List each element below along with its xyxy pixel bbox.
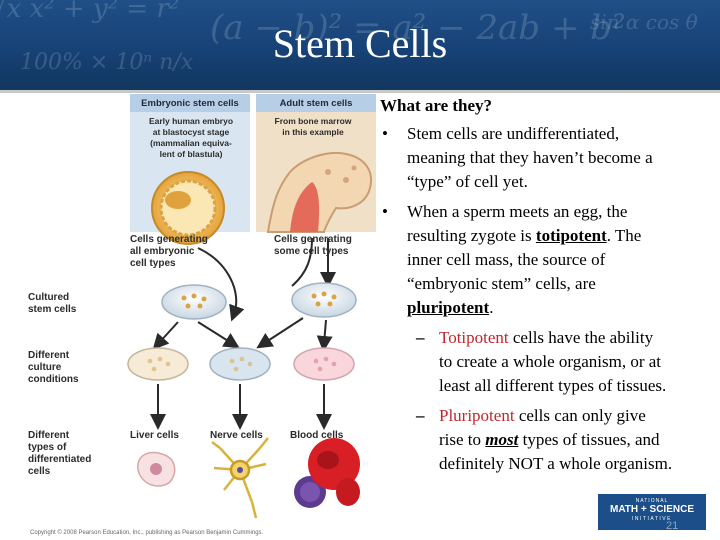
sub-bullet-1-line: Totipotent cells have the ability xyxy=(439,328,654,347)
bullet-1-line: Stem cells are undifferentiated, xyxy=(407,124,620,143)
bullet-2-line: When a sperm meets an egg, the xyxy=(407,202,628,221)
bullet-2-line: “embryonic stem” cells, are xyxy=(407,274,596,293)
title-divider xyxy=(0,90,720,93)
cultured-dish-right xyxy=(291,282,357,318)
nerve-cells-label: Nerve cells xyxy=(210,430,263,441)
sub-bullet-1-line: least all different types of tissues. xyxy=(439,376,667,395)
sub-bullet-2-line: Pluripotent cells can only give xyxy=(439,406,646,425)
page-number: 21 xyxy=(666,520,679,532)
figure-illustration xyxy=(127,112,376,519)
bullet-marker: • xyxy=(382,202,388,221)
term-pluripotent: pluripotent xyxy=(407,298,490,317)
title-bar: √x x² + y² = r² (a − b)² = a² − 2ab + b²… xyxy=(0,0,720,90)
background-math: (a − b)² = a² − 2ab + b² xyxy=(210,8,626,48)
culture-dish-liver xyxy=(127,347,189,381)
sub-bullet-2-line: definitely NOT a whole organism. xyxy=(439,454,673,473)
blastocyst-icon xyxy=(151,171,225,245)
sub-bullet-2-line: rise to most types of tissues, and xyxy=(439,430,660,449)
bullet-2-line: pluripotent. xyxy=(407,298,494,317)
background-math: √x x² + y² = r² xyxy=(0,0,180,24)
culture-dish-nerve xyxy=(209,347,271,381)
nerve-cell-icon xyxy=(211,437,269,519)
stem-cell-figure: Embryonic stem cells Adult stem cells Ea… xyxy=(28,92,378,540)
body-heading: What are they? xyxy=(380,96,493,115)
liver-cell-icon xyxy=(137,451,176,487)
nmsi-logo: NATIONAL MATH + SCIENCE INITIATIVE xyxy=(598,494,706,530)
adult-stem-cells-header: Adult stem cells xyxy=(256,94,376,112)
bullet-1-line: “type” of cell yet. xyxy=(407,172,528,191)
embryonic-stem-cells-header: Embryonic stem cells xyxy=(130,94,250,112)
culture-dish-blood xyxy=(293,347,355,381)
bullet-2-line: resulting zygote is totipotent. The xyxy=(407,226,642,245)
bone-marrow-icon xyxy=(266,152,372,233)
dash-marker: – xyxy=(416,406,425,425)
background-math: 100% × 10ⁿ n/x xyxy=(20,50,194,75)
cultured-dish-left xyxy=(161,284,227,320)
sub-bullet-1-line: to create a whole organism, or at xyxy=(439,352,662,371)
bullet-2-line: inner cell mass, the source of xyxy=(407,250,606,269)
liver-cells-label: Liver cells xyxy=(130,430,179,441)
copyright-notice: Copyright © 2008 Pearson Education, Inc.… xyxy=(30,530,264,536)
blood-cells-label: Blood cells xyxy=(290,430,344,441)
blood-cells-icon xyxy=(294,438,360,508)
background-math: sin α cos θ xyxy=(590,10,698,34)
dash-marker: – xyxy=(416,328,425,347)
bullet-marker: • xyxy=(382,124,388,143)
bullet-1-line: meaning that they haven’t become a xyxy=(407,148,653,167)
term-totipotent: totipotent xyxy=(535,226,607,245)
slide-title: Stem Cells xyxy=(272,21,448,66)
